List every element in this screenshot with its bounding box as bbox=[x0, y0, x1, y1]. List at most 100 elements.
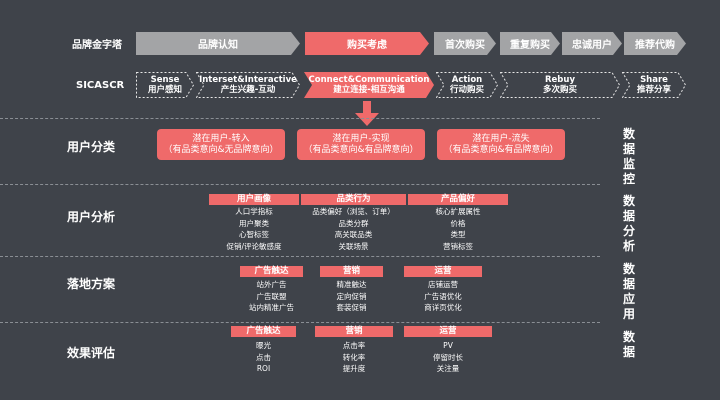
list-item: 人口学指标 bbox=[235, 207, 273, 216]
list-item: 套装促销 bbox=[336, 303, 367, 312]
pill-title: 潜在用户-实现 bbox=[332, 133, 390, 144]
list-item: 转化率 bbox=[342, 352, 366, 362]
pill-subtitle: （有品类意向&有品牌意向） bbox=[443, 144, 559, 155]
sicas-title: Interset&Interactive bbox=[199, 75, 297, 85]
sicas-sub: 行动购买 bbox=[449, 85, 484, 95]
pill-title: 潜在用户-流失 bbox=[472, 133, 530, 144]
section-divider bbox=[0, 256, 600, 258]
list-item: 点击率 bbox=[342, 341, 366, 350]
sicas-sub: 用户感知 bbox=[147, 85, 182, 95]
evaluation-header-marketing: 营销 bbox=[315, 326, 393, 337]
sicas-sub: 建立连接-相互沟通 bbox=[333, 85, 405, 95]
list-item: 关联场景 bbox=[338, 241, 369, 251]
list-item: 站内精准广告 bbox=[249, 303, 294, 312]
sicas-title: Rebuy bbox=[545, 75, 575, 85]
funnel-stage-brand-awareness: 品牌认知 bbox=[136, 32, 300, 55]
side-char: 据 bbox=[622, 277, 635, 291]
list-item: 核心扩展属性 bbox=[435, 207, 481, 216]
list-item: 关注量 bbox=[436, 364, 460, 373]
side-char: 析 bbox=[622, 239, 635, 253]
evaluation-column-operations: PV 停留时长 关注量 bbox=[404, 340, 492, 375]
list-item: 定向促销 bbox=[336, 291, 367, 301]
side-char: 应 bbox=[622, 292, 635, 306]
side-char: 控 bbox=[622, 172, 635, 186]
analysis-column-category-behavior: 品类偏好（浏览、订单） 品类分群 高关联品类 关联场景 bbox=[301, 206, 406, 252]
side-char: 监 bbox=[622, 157, 635, 171]
list-item: 用户聚类 bbox=[239, 218, 269, 228]
evaluation-header-operations: 运营 bbox=[404, 326, 492, 337]
side-label-evaluation: 数 据 bbox=[621, 330, 637, 360]
landing-column-marketing: 精准触达 定向促销 套装促销 bbox=[315, 279, 388, 314]
classification-pill-transfer-in: 潜在用户-转入 （有品类意向&无品牌意向） bbox=[157, 129, 285, 160]
pill-title: 潜在用户-转入 bbox=[192, 133, 250, 144]
analysis-header-category-behavior: 品类行为 bbox=[301, 194, 406, 205]
section-divider bbox=[0, 184, 600, 186]
classification-pill-realize: 潜在用户-实现 （有品类意向&有品牌意向） bbox=[297, 129, 425, 160]
side-char: 据 bbox=[622, 209, 635, 223]
funnel-stage-recommend: 推荐代购 bbox=[624, 32, 686, 55]
analysis-column-user-profile: 人口学指标 用户聚类 心智标签 促销/评论敏感度 bbox=[209, 206, 299, 252]
side-label-analysis: 数 据 分 析 bbox=[621, 194, 637, 254]
funnel-stage-loyal-user: 忠诚用户 bbox=[562, 32, 622, 55]
sicas-title: Share bbox=[640, 75, 668, 85]
list-item: 品类分群 bbox=[338, 218, 369, 228]
sicas-title: Action bbox=[451, 75, 483, 85]
sicas-title: Connect&Communication bbox=[308, 75, 430, 85]
section-label-analysis: 用户分析 bbox=[67, 210, 116, 224]
funnel-stage-first-purchase: 首次购买 bbox=[434, 32, 496, 55]
landing-column-ad-reach: 站外广告 广告联盟 站内精准广告 bbox=[235, 279, 308, 314]
sicas-row-label: SICASCR bbox=[76, 80, 125, 91]
list-item: 停留时长 bbox=[433, 352, 463, 362]
side-char: 用 bbox=[622, 307, 635, 321]
side-char: 数 bbox=[622, 194, 635, 208]
list-item: 营销标签 bbox=[443, 241, 473, 251]
list-item: 品类偏好（浏览、订单） bbox=[312, 207, 395, 216]
list-item: 高关联品类 bbox=[334, 230, 373, 239]
sicas-sub: 推荐分享 bbox=[636, 85, 671, 95]
section-divider bbox=[0, 118, 600, 120]
list-item: 广告联盟 bbox=[256, 291, 287, 301]
list-item: 心智标签 bbox=[239, 230, 269, 239]
list-item: 提升度 bbox=[342, 364, 366, 373]
list-item: 商详页优化 bbox=[424, 303, 462, 312]
side-char: 据 bbox=[622, 345, 635, 359]
analysis-column-product-preference: 核心扩展属性 价格 类型 营销标签 bbox=[408, 206, 508, 252]
sicas-title: Sense bbox=[150, 75, 180, 85]
landing-header-operations: 运营 bbox=[404, 266, 482, 277]
side-char: 数 bbox=[622, 127, 635, 141]
evaluation-column-marketing: 点击率 转化率 提升度 bbox=[315, 340, 393, 375]
evaluation-header-ad-reach: 广告触达 bbox=[231, 326, 296, 337]
section-label-landing: 落地方案 bbox=[67, 277, 116, 291]
list-item: 广告语优化 bbox=[424, 291, 462, 301]
landing-column-operations: 店铺运营 广告语优化 商详页优化 bbox=[404, 279, 482, 314]
funnel-stage-purchase-consideration: 购买考虑 bbox=[305, 32, 429, 55]
list-item: 曝光 bbox=[256, 341, 271, 350]
evaluation-column-ad-reach: 曝光 点击 ROI bbox=[231, 340, 296, 375]
analysis-header-user-profile: 用户画像 bbox=[209, 194, 299, 205]
section-divider bbox=[0, 322, 600, 324]
landing-header-ad-reach: 广告触达 bbox=[240, 266, 303, 277]
side-label-application: 数 据 应 用 bbox=[621, 262, 637, 322]
list-item: 站外广告 bbox=[256, 280, 287, 289]
side-char: 数 bbox=[622, 262, 635, 276]
list-item: PV bbox=[443, 341, 453, 350]
funnel-stage-repeat-purchase: 重复购买 bbox=[500, 32, 560, 55]
pill-subtitle: （有品类意向&有品牌意向） bbox=[303, 144, 419, 155]
analysis-header-product-preference: 产品偏好 bbox=[408, 194, 508, 205]
down-arrow-icon bbox=[355, 101, 379, 126]
list-item: 点击 bbox=[256, 352, 271, 362]
side-label-monitoring: 数 据 监 控 bbox=[621, 127, 637, 187]
section-label-classification: 用户分类 bbox=[67, 140, 116, 154]
list-item: 精准触达 bbox=[336, 280, 367, 289]
sicas-sub: 多次购买 bbox=[542, 85, 577, 95]
side-char: 分 bbox=[622, 224, 635, 238]
list-item: 价格 bbox=[450, 218, 466, 228]
side-char: 据 bbox=[622, 142, 635, 156]
sicas-sub: 产生兴趣-互动 bbox=[220, 85, 276, 95]
